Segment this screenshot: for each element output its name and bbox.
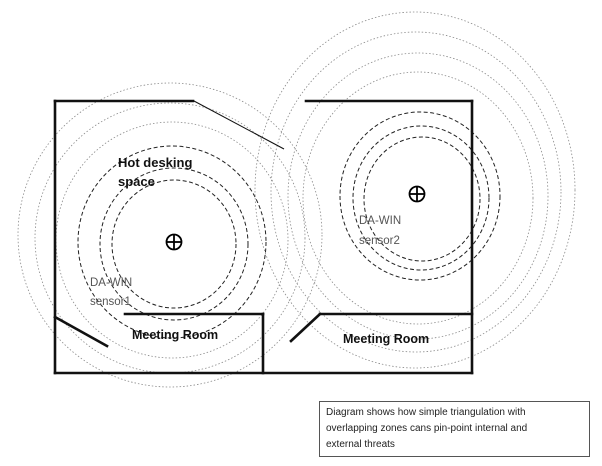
sensor2-inner-ring-2 bbox=[352, 125, 490, 271]
sensor2-outer-ring-2 bbox=[270, 31, 562, 353]
meeting-room-right-label: Meeting Room bbox=[343, 332, 429, 346]
hot-desk-label-line2: space bbox=[118, 174, 155, 189]
sensor2-inner-ring-1 bbox=[339, 111, 501, 281]
sensor1-inner-ring-1 bbox=[77, 145, 267, 339]
sensor1-inner-ring-2 bbox=[99, 167, 249, 321]
door-right bbox=[289, 312, 322, 343]
caption-line-3: external threats bbox=[326, 439, 395, 450]
sensor1-label-line2: sensor1 bbox=[90, 296, 131, 308]
door-left bbox=[53, 315, 109, 348]
main-door-swing bbox=[193, 100, 285, 150]
sensor1-outer-ring-3 bbox=[55, 121, 289, 359]
sensor2-inner-rings bbox=[339, 111, 501, 281]
sensor1-inner-ring-3 bbox=[111, 179, 237, 309]
sensor1-outer-rings bbox=[17, 82, 323, 388]
sensor2-outer-ring-1 bbox=[254, 11, 576, 369]
sensor2-outer-rings bbox=[254, 11, 576, 369]
sensor1-label-line1: DA-WIN bbox=[90, 277, 132, 289]
caption-line-2: overlapping zones cans pin-point interna… bbox=[326, 423, 528, 434]
caption-line-1: Diagram shows how simple triangulation w… bbox=[326, 407, 526, 418]
hot-desk-label-line1: Hot desking bbox=[118, 155, 192, 170]
sensor2-outer-ring-4 bbox=[302, 71, 534, 325]
sensor2-label-line1: DA-WIN bbox=[359, 215, 401, 227]
walls bbox=[53, 99, 474, 375]
sensor1-marker bbox=[165, 233, 183, 251]
sensor1-outer-ring-1 bbox=[17, 82, 323, 388]
caption-box: Diagram shows how simple triangulation w… bbox=[319, 401, 590, 457]
sensor2-marker bbox=[408, 185, 426, 203]
sensor2-label-line2: sensor2 bbox=[359, 235, 400, 247]
sensor1-outer-ring-2 bbox=[34, 102, 306, 374]
meeting-room-left-label: Meeting Room bbox=[132, 328, 218, 342]
sensor2-outer-ring-3 bbox=[287, 52, 549, 340]
sensor1-inner-rings bbox=[77, 145, 267, 339]
sensor2-inner-ring-3 bbox=[363, 136, 481, 262]
